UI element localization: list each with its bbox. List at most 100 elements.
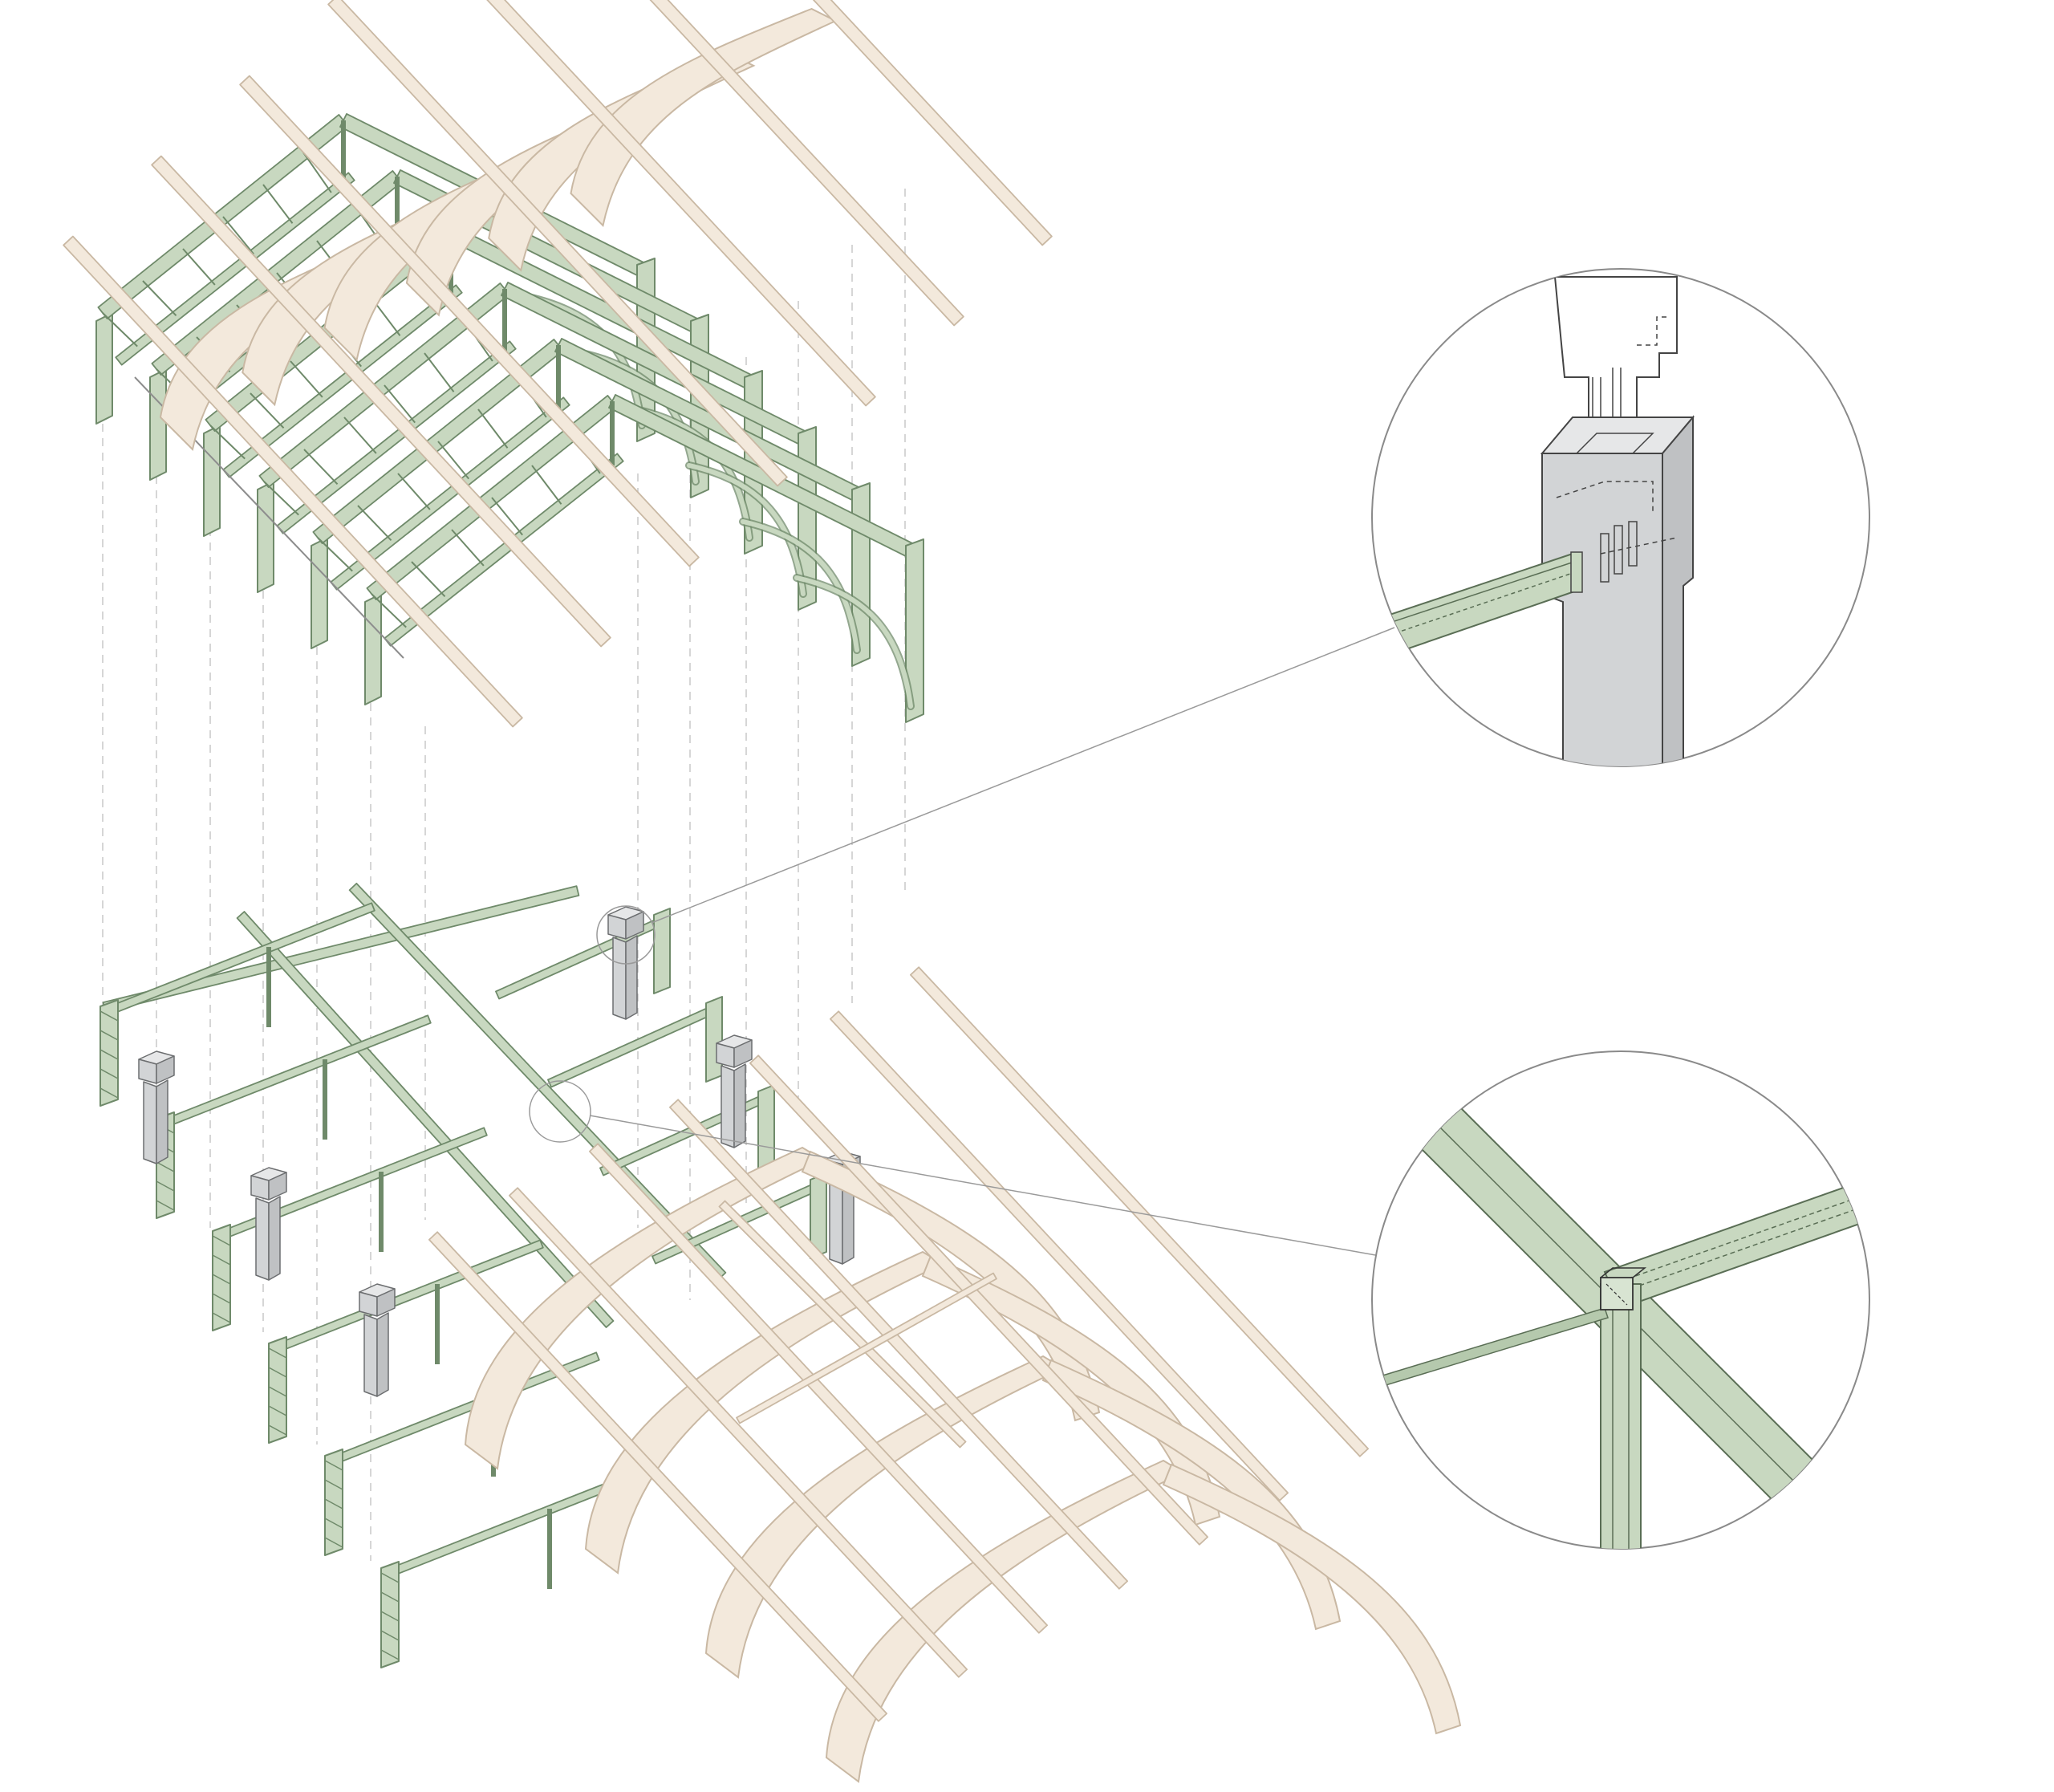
column-shaft-side-0 <box>156 1079 168 1164</box>
lower-timber-rafter-5 <box>829 1010 1289 1501</box>
lower-lattice-web-1-4 <box>156 1200 175 1211</box>
lower-timber-arch-left-3 <box>825 1459 1186 1783</box>
detail-upper-post <box>1553 276 1678 418</box>
lower-lattice-web-1-2 <box>156 1161 175 1172</box>
lower-lattice-post-0 <box>99 999 119 1107</box>
column-cap-front-0 <box>138 1059 157 1084</box>
lower-lattice-web-1-3 <box>156 1180 175 1192</box>
lower-right-lattice-post-1 <box>705 996 723 1083</box>
upper-truss-knee-brace-fill-3 <box>687 463 806 596</box>
lower-timber-arch-left-1 <box>584 1250 945 1575</box>
upper-timber-rafters <box>63 0 1053 728</box>
lower-right-lattice-post-0 <box>653 908 671 994</box>
column-shaft-3 <box>612 937 627 1020</box>
lower-beam-transverse-3 <box>274 1239 544 1353</box>
lower-lattice-web-3-3 <box>268 1405 287 1416</box>
upper-truss-web-0-2 <box>182 248 216 286</box>
upper-timber-rafter-5 <box>649 0 964 327</box>
lower-lattice-web-3-2 <box>268 1386 287 1397</box>
lower-timber-arch-right-2 <box>1041 1359 1342 1631</box>
leader-line-2 <box>589 1115 1381 1257</box>
column-shaft-side-4 <box>733 1063 746 1148</box>
lower-lattice-post-2 <box>212 1224 231 1331</box>
column-shaft-5 <box>829 1181 843 1265</box>
upper-timber-rafter-2 <box>239 75 700 567</box>
detail-beam-crossing-joint <box>1371 1050 1870 1550</box>
detail-column-beam-joint <box>1371 268 1870 767</box>
lower-beam-right-1 <box>547 1006 712 1088</box>
upper-timber-rafter-3 <box>327 0 788 487</box>
lower-timber-rafter-6 <box>909 966 1370 1457</box>
lower-lattice-web-0-0 <box>99 1010 119 1022</box>
column-cap-side-1 <box>268 1172 287 1201</box>
lower-lattice-post-4 <box>324 1449 343 1556</box>
column-shaft-side-1 <box>268 1196 281 1281</box>
lower-timber-cross-brace <box>736 1272 997 1424</box>
lower-lattice-web-2-3 <box>212 1293 231 1304</box>
lower-lattice-web-5-4 <box>380 1649 400 1660</box>
lower-timber-arch-right-3 <box>1162 1463 1462 1735</box>
upper-tie-rod-3 <box>295 545 351 603</box>
lower-right-lattice-post-2 <box>757 1084 775 1171</box>
lower-timber-rafter-4 <box>749 1054 1209 1546</box>
lower-lattice-web-0-3 <box>99 1068 119 1079</box>
upper-truss-web-4-1 <box>357 505 392 541</box>
detail-leader-lines <box>529 627 1395 1257</box>
lower-lattice-web-4-1 <box>324 1479 343 1490</box>
detail-vertical-post <box>1600 1283 1642 1549</box>
lower-lattice-web-3-0 <box>268 1347 287 1359</box>
upper-truss-post-left-5 <box>364 593 382 705</box>
upper-truss-web-5-1 <box>411 561 446 597</box>
upper-truss-web-2-0 <box>209 425 246 460</box>
upper-truss-web-0-5 <box>302 152 332 193</box>
upper-truss-web-3-1 <box>303 449 339 485</box>
column-shaft-1 <box>255 1197 270 1281</box>
upper-truss-web-0-1 <box>142 280 177 316</box>
column-cap-side-2 <box>376 1288 396 1317</box>
column-shaft-4 <box>721 1065 735 1148</box>
upper-truss-web-2-1 <box>250 392 285 429</box>
column-cap-front-2 <box>359 1291 378 1317</box>
lower-timber-rafter-2 <box>588 1143 1049 1634</box>
upper-tie-rod-4 <box>349 601 404 659</box>
upper-truss-web-4-2 <box>397 473 431 510</box>
detail-marker-1 <box>596 905 656 965</box>
upper-truss-web-0-0 <box>102 312 138 347</box>
upper-truss-chord-lower-left-0 <box>115 172 355 366</box>
column-shaft-2 <box>363 1314 378 1397</box>
upper-timber-rafter-4 <box>486 0 876 407</box>
lower-timber-rafter-1 <box>508 1187 968 1678</box>
lower-timber-rafter-0 <box>428 1231 888 1722</box>
column-cap-front-1 <box>250 1175 270 1201</box>
lower-lattice-web-2-4 <box>212 1312 231 1323</box>
lower-lattice-web-4-4 <box>324 1537 343 1548</box>
lower-lattice-post-5 <box>380 1561 400 1668</box>
lower-lattice-web-5-2 <box>380 1611 400 1622</box>
upper-truss-web-0-3 <box>222 216 254 255</box>
upper-truss-web-3-0 <box>263 481 299 516</box>
lower-timber-ridge-brace <box>718 1200 967 1449</box>
detail-column-right <box>1662 415 1694 766</box>
upper-timber-rafter-0 <box>63 235 523 728</box>
upper-truss-knee-brace-fill-4 <box>741 519 859 652</box>
upper-truss-post-left-1 <box>149 368 167 481</box>
lower-lattice-web-2-2 <box>212 1274 231 1285</box>
detail-marker-2 <box>529 1080 591 1143</box>
upper-truss-post-left-3 <box>257 481 274 593</box>
lower-timber-arches <box>428 966 1462 1783</box>
upper-truss-web-5-3 <box>491 497 523 536</box>
upper-timber-rafter-6 <box>812 0 1053 246</box>
lower-lattice-web-0-1 <box>99 1030 119 1041</box>
upper-truss-post-left-2 <box>203 425 221 537</box>
lower-lattice-web-5-1 <box>380 1591 400 1603</box>
upper-truss-web-4-3 <box>437 441 469 480</box>
lower-beam-transverse-1 <box>162 1014 432 1128</box>
upper-truss-web-2-2 <box>290 360 323 398</box>
lower-lattice-web-2-1 <box>212 1254 231 1266</box>
upper-truss-web-3-3 <box>384 384 416 424</box>
upper-truss-post-right-5 <box>905 538 924 723</box>
leader-line-1 <box>651 627 1395 924</box>
upper-timber-rafter-1 <box>151 155 611 648</box>
lower-lattice-web-2-0 <box>212 1235 231 1246</box>
